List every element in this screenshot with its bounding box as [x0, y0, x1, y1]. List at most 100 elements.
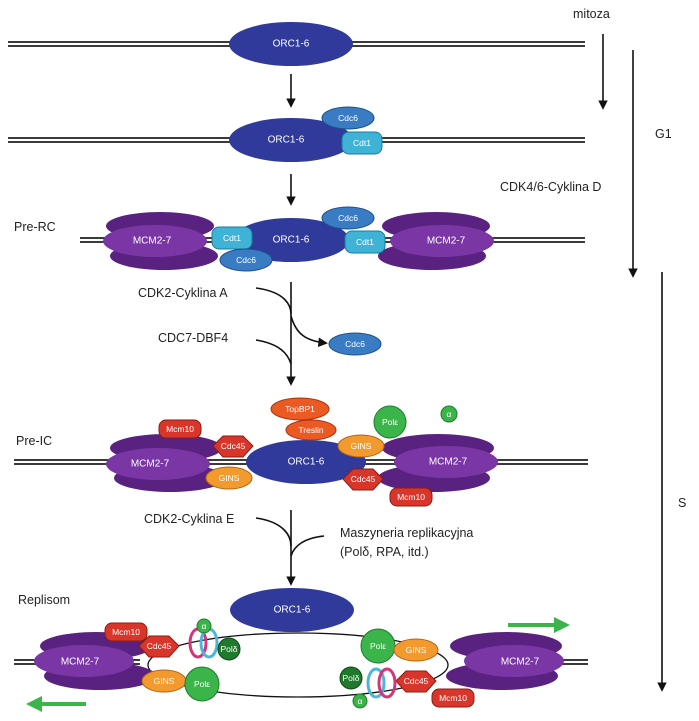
gins-label: GINS — [406, 645, 427, 655]
cdc6-protein — [321, 206, 375, 230]
topbp1-protein — [270, 397, 330, 421]
mcm10-protein — [158, 419, 202, 439]
stage-cdc6-cdt1-loading: ORC1-6 Cdc6 Cdt1 — [8, 106, 585, 162]
pol-epsilon-label: Polε — [194, 679, 210, 689]
mcm10-protein — [389, 487, 433, 507]
mcm-complex-left — [103, 225, 207, 257]
pol-alpha — [440, 405, 458, 423]
pre-rc-label: Pre-RC — [14, 220, 56, 234]
mcm-label: MCM2-7 — [501, 657, 540, 668]
mcm-label: MCM2-7 — [131, 459, 170, 470]
cdt1-label: Cdt1 — [223, 233, 241, 243]
gins-label: GINS — [154, 676, 175, 686]
mcm10-protein — [104, 622, 148, 642]
pol-delta — [217, 637, 241, 661]
kinase-input-curve — [255, 339, 292, 365]
kinase-input-curve — [255, 517, 292, 547]
cdt1-label: Cdt1 — [356, 237, 374, 247]
cdc45-label: Cdc45 — [147, 641, 172, 651]
cdc45-label: Cdc45 — [404, 676, 429, 686]
cdc6-protein — [321, 106, 375, 130]
orc-label: ORC1-6 — [273, 235, 310, 246]
pol-delta — [339, 666, 363, 690]
pol-epsilon — [373, 405, 407, 439]
orc-label: ORC1-6 — [288, 457, 325, 468]
cdc45-protein — [395, 670, 437, 693]
s-label: S — [678, 496, 686, 510]
mitosis-label: mitoza — [573, 7, 610, 21]
cdc45-label: Cdc45 — [351, 474, 376, 484]
machinery-label: Maszyneria replikacyjna — [340, 526, 473, 540]
pcna-clamp — [366, 667, 386, 699]
orc-label: ORC1-6 — [273, 39, 310, 50]
cdc45-label: Cdc45 — [221, 441, 246, 451]
pol-epsilon — [184, 666, 220, 702]
replication-bubble — [147, 632, 449, 698]
mcm-complex-right — [464, 645, 564, 677]
cdc45-protein — [212, 435, 254, 458]
cdc6-label: Cdc6 — [236, 255, 256, 265]
pol-alpha — [196, 618, 212, 634]
cdt1-protein — [341, 131, 383, 155]
orc-label: ORC1-6 — [268, 135, 305, 146]
cdc7-dbf4-label: CDC7-DBF4 — [158, 331, 228, 345]
mcm-label: MCM2-7 — [133, 236, 172, 247]
g1-label: G1 — [655, 127, 672, 141]
treslin-protein — [285, 419, 337, 441]
cdc6-release-arrow — [290, 315, 328, 348]
gins-complex — [337, 434, 385, 458]
stage-replisome: ORC1-6 MCM2-7 MCM2-7 Mcm10 Cdc45 GINS Po… — [14, 588, 588, 712]
pre-ic-label: Pre-IC — [16, 434, 52, 448]
stage-orc-binding: ORC1-6 — [8, 22, 585, 66]
pol-epsilon-label: Polε — [382, 417, 398, 427]
cdt1-label: Cdt1 — [353, 138, 371, 148]
mcm10-label: Mcm10 — [112, 627, 140, 637]
orc-complex — [229, 22, 353, 66]
orc-complex — [229, 118, 353, 162]
mcm-label: MCM2-7 — [427, 236, 466, 247]
cdk2-cyclin-a-label: CDK2-Cyklina A — [138, 286, 228, 300]
fork-direction-arrow-left — [26, 696, 86, 712]
mcm-complex-right — [394, 446, 498, 478]
cdc6-label: Cdc6 — [338, 113, 358, 123]
cdc6-label: Cdc6 — [338, 213, 358, 223]
orc-label: ORC1-6 — [274, 605, 311, 616]
stage-pre-ic: MCM2-7 MCM2-7 ORC1-6 TopBP1 Treslin Mcm1… — [14, 397, 588, 507]
stage-pre-rc: MCM2-7 MCM2-7 ORC1-6 Cdt1 Cdc6 Cdc6 Cdt1 — [80, 206, 585, 272]
orc-complex — [246, 440, 366, 484]
pol-alpha-label: α — [202, 621, 207, 631]
mcm-label: MCM2-7 — [61, 657, 100, 668]
pol-epsilon-label: Polε — [370, 641, 386, 651]
cdt1-protein — [344, 230, 386, 254]
cdc6-label: Cdc6 — [345, 339, 365, 349]
mcm10-protein — [431, 688, 475, 708]
mcm10-label: Mcm10 — [397, 492, 425, 502]
replisome-label: Replisom — [18, 593, 70, 607]
cdk46-cyclin-d-label: CDK4/6-Cyklina D — [500, 180, 601, 194]
pcna-clamp — [377, 667, 397, 699]
fork-direction-arrow-right — [508, 617, 570, 633]
mcm10-label: Mcm10 — [166, 424, 194, 434]
gins-complex — [393, 638, 439, 662]
pol-alpha — [352, 693, 368, 709]
kinase-input-curve — [255, 287, 292, 315]
cdk2-cyclin-e-label: CDK2-Cyklina E — [144, 512, 234, 526]
orc-complex — [230, 588, 354, 632]
pol-delta-label: Polδ — [342, 673, 359, 683]
cdt1-protein — [211, 226, 253, 250]
released-cdc6 — [328, 332, 382, 356]
pol-alpha-label: α — [358, 696, 363, 706]
pol-delta-label: Polδ — [220, 644, 237, 654]
gins-complex — [205, 466, 253, 490]
treslin-label: Treslin — [298, 425, 323, 435]
mcm-complex-left — [34, 645, 134, 677]
machinery-sub-label: (Polδ, RPA, itd.) — [340, 545, 429, 559]
gins-label: GINS — [219, 473, 240, 483]
topbp1-label: TopBP1 — [285, 404, 315, 414]
mcm10-label: Mcm10 — [439, 693, 467, 703]
gins-label: GINS — [351, 441, 372, 451]
cdc45-protein — [342, 468, 384, 491]
machinery-input-curve — [290, 535, 325, 557]
cdc45-protein — [138, 635, 180, 658]
